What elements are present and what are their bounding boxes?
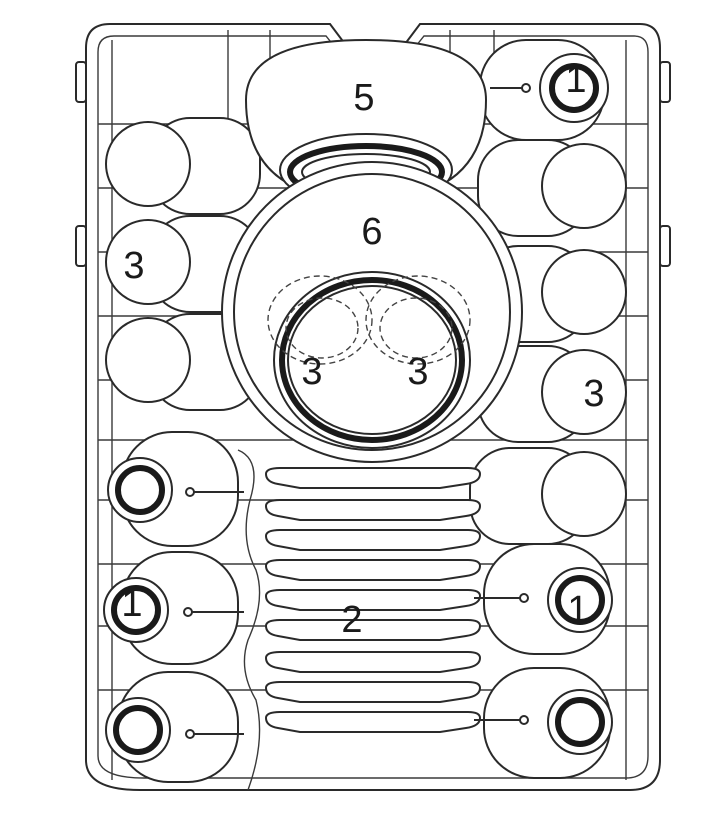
item-labels: 5 6 1 1 1 2 3 3 3 3 [121,59,604,641]
right-mugs [474,543,613,779]
label-cup-bowl-right: 3 [407,351,428,393]
label-cup-bowl-left: 3 [301,351,322,393]
plate [264,619,482,641]
label-bowl-large: 6 [361,211,382,253]
plate [264,711,482,733]
plate [264,529,482,551]
label-plate: 2 [341,599,362,641]
label-cup-left: 3 [123,245,144,287]
label-mug-right: 1 [567,589,588,631]
plate [264,559,482,581]
plate [264,499,482,521]
label-bowl-small: 5 [353,77,374,119]
right-cups [469,139,627,545]
plate [264,589,482,611]
plates-stack [264,467,482,733]
label-cup-right: 3 [583,373,604,415]
label-mug-top-right: 1 [565,59,586,101]
mug-top-right [479,39,609,141]
label-mug-left: 1 [121,583,142,625]
plate [264,467,482,489]
bowl-large [221,161,523,463]
plate [264,681,482,703]
left-cups [105,117,261,411]
left-mugs [103,431,261,791]
plate [264,651,482,673]
